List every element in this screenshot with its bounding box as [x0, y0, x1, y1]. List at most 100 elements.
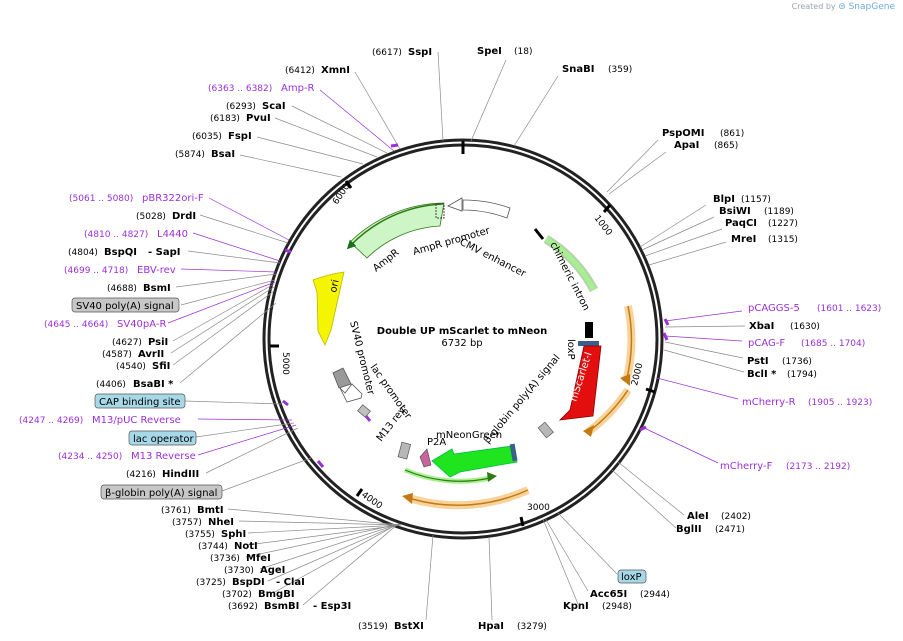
site-sfii[interactable]: (4540)SfiI: [116, 361, 170, 372]
site-paqci[interactable]: PaqCI(1227): [725, 218, 798, 229]
site-bspqi-sapi[interactable]: (4804)BspQI- SapI: [68, 247, 180, 258]
site-bsmbi-esp3i[interactable]: (3692)BsmBI- Esp3I: [228, 601, 351, 612]
site-noti[interactable]: (3744)NotI: [198, 541, 258, 552]
svg-text:(18): (18): [514, 47, 532, 57]
primer-mcherry-f[interactable]: mCherry-F(2173 .. 2192): [720, 461, 850, 472]
site-agei[interactable]: (3730)AgeI: [224, 565, 285, 576]
site-fspi[interactable]: (6035)FspI: [192, 131, 252, 142]
svg-text:(5028): (5028): [136, 212, 166, 222]
svg-text:(1630): (1630): [790, 322, 820, 332]
site-kpni[interactable]: KpnI(2948): [563, 601, 632, 612]
site-avrii[interactable]: (4587)AvrII: [102, 349, 164, 360]
primer-pcag-f[interactable]: pCAG-F(1685 .. 1704): [748, 338, 865, 349]
svg-text:(2948): (2948): [602, 602, 632, 612]
site-spei[interactable]: SpeI(18): [477, 46, 532, 57]
site-bmti[interactable]: (3761)BmtI: [161, 505, 224, 516]
site-xmni[interactable]: (6412)XmnI: [285, 65, 350, 76]
primer-pcaggs-5[interactable]: pCAGGS-5(1601 .. 1623): [748, 303, 881, 314]
site-psii[interactable]: (4627)PsiI: [112, 337, 168, 348]
feature-cap-binding-badge[interactable]: CAP binding site: [94, 393, 186, 409]
site-apai[interactable]: ApaI(865): [674, 140, 738, 151]
site-drdi[interactable]: (5028)DrdI: [136, 211, 196, 222]
site-snabi[interactable]: SnaBI(359): [562, 64, 632, 75]
svg-text:(1736): (1736): [782, 357, 812, 367]
site-sspi[interactable]: (6617)SspI: [372, 47, 432, 58]
svg-text:(865): (865): [714, 141, 738, 151]
feature-sv40-promoter[interactable]: SV40 promoter: [332, 320, 376, 397]
feature-lac-operator-badge[interactable]: lac operator: [128, 430, 197, 446]
svg-text:BmgBI: BmgBI: [258, 589, 295, 600]
feature-p2a[interactable]: P2A: [419, 437, 446, 468]
feature-ampr[interactable]: AmpR AmpR promoter: [346, 202, 492, 274]
feature-loxp-badge[interactable]: loxP: [617, 569, 647, 584]
feature-lac-promoter[interactable]: lac promoter: [339, 362, 414, 422]
tick-1000: 1000: [592, 204, 614, 238]
svg-text:(4234 .. 4250): (4234 .. 4250): [58, 452, 122, 462]
svg-text:(3725): (3725): [196, 578, 226, 588]
site-scai[interactable]: (6293)ScaI: [226, 101, 286, 112]
primer-m13-puc-reverse[interactable]: (4247 .. 4269)M13/pUC Reverse: [19, 415, 181, 426]
site-bsmi[interactable]: (4688)BsmI: [107, 283, 171, 294]
svg-text:pCAG-F: pCAG-F: [748, 338, 785, 349]
site-acc65i[interactable]: Acc65I(2944): [590, 589, 670, 600]
feature-ori[interactable]: ori: [312, 271, 345, 346]
svg-text:(6183): (6183): [210, 114, 240, 124]
svg-text:(1157): (1157): [741, 195, 771, 205]
site-hindiii[interactable]: (4216)HindIII: [126, 469, 199, 480]
feature-loxp[interactable]: loxP: [565, 322, 599, 360]
svg-text:CAP binding site: CAP binding site: [99, 397, 181, 408]
site-mrei[interactable]: MreI(1315): [731, 234, 798, 245]
site-psti[interactable]: PstI(1736): [747, 356, 812, 367]
feature-mneongreen[interactable]: mNeonGreen: [431, 430, 518, 478]
primer-mcherry-r[interactable]: mCherry-R(1905 .. 1923): [742, 397, 872, 408]
svg-text:BmtI: BmtI: [197, 505, 224, 516]
svg-text:(1189): (1189): [764, 207, 794, 217]
site-bspdi-clai[interactable]: (3725)BspDI- ClaI: [196, 577, 305, 588]
cmv-enhancer-label: CMV enhancer: [458, 237, 529, 280]
site-hpai[interactable]: HpaI (3279): [478, 621, 547, 632]
tick-5000: 5000: [270, 344, 290, 375]
svg-text:(2471): (2471): [715, 525, 745, 535]
site-bmgbi[interactable]: (3702)BmgBI: [222, 589, 295, 600]
svg-text:NheI: NheI: [208, 517, 234, 528]
svg-text:(4688): (4688): [107, 284, 137, 294]
site-pvui[interactable]: (6183)PvuI: [210, 113, 271, 124]
site-bsai[interactable]: (5874)BsaI: [175, 149, 235, 160]
svg-text:pCAGGS-5: pCAGGS-5: [748, 303, 800, 314]
site-nhei[interactable]: (3757)NheI: [172, 517, 234, 528]
svg-text:SV40pA-R: SV40pA-R: [117, 319, 166, 330]
feature-bglobin-polya-badge[interactable]: β-globin poly(A) signal: [100, 484, 223, 500]
svg-text:PsiI: PsiI: [148, 337, 168, 348]
feature-sv40-polya-badge[interactable]: SV40 poly(A) signal: [71, 297, 180, 313]
primer-m13-reverse[interactable]: (4234 .. 4250)M13 Reverse: [58, 451, 196, 462]
svg-text:(4699 .. 4718): (4699 .. 4718): [64, 266, 128, 276]
primer-amp-r[interactable]: (6363 .. 6382)Amp-R: [208, 83, 315, 94]
svg-text:HpaI: HpaI: [478, 621, 504, 632]
site-bcli[interactable]: BclI *(1794): [747, 369, 817, 380]
site-mfei[interactable]: (3736)MfeI: [210, 553, 271, 564]
site-alei[interactable]: AleI(2402): [687, 511, 751, 522]
site-pspomi[interactable]: PspOMI(861): [662, 128, 744, 139]
feature-bglobin-small[interactable]: [397, 441, 412, 460]
site-sphi[interactable]: (3755)SphI: [185, 529, 246, 540]
site-xbai[interactable]: XbaI(1630): [749, 321, 820, 332]
svg-text:(3692): (3692): [228, 602, 258, 612]
primer-sv40pa-r[interactable]: (4645 .. 4664)SV40pA-R: [44, 319, 166, 330]
primer-ebv-rev[interactable]: (4699 .. 4718)EBV-rev: [64, 265, 176, 276]
feature-chimeric-intron[interactable]: chimeric intron: [533, 228, 598, 313]
feature-orange-orf-right[interactable]: [583, 305, 636, 437]
primer-pbr322ori-f[interactable]: (5061 .. 5080)pBR322ori-F: [69, 193, 204, 204]
svg-text:(3279): (3279): [517, 622, 547, 632]
site-blpi[interactable]: BlpI(1157): [713, 194, 771, 205]
feature-green-orf-bottom[interactable]: [404, 467, 497, 484]
svg-text:BsiWI: BsiWI: [719, 206, 751, 217]
site-bsiwi[interactable]: BsiWI (1189): [719, 206, 794, 217]
left-site-labels: (6617)SspI (6412)XmnI (6363 .. 6382)Amp-…: [19, 47, 432, 632]
site-bsabi[interactable]: (4406)BsaBI *: [96, 379, 174, 390]
primer-l4440[interactable]: (4810 .. 4827)L4440: [84, 229, 188, 240]
svg-text:(6412): (6412): [285, 66, 315, 76]
site-bglii[interactable]: BglII(2471): [676, 524, 745, 535]
feature-orange-orf-bottom[interactable]: [402, 486, 530, 510]
site-bstxi[interactable]: (3519)BstXI: [358, 621, 424, 632]
